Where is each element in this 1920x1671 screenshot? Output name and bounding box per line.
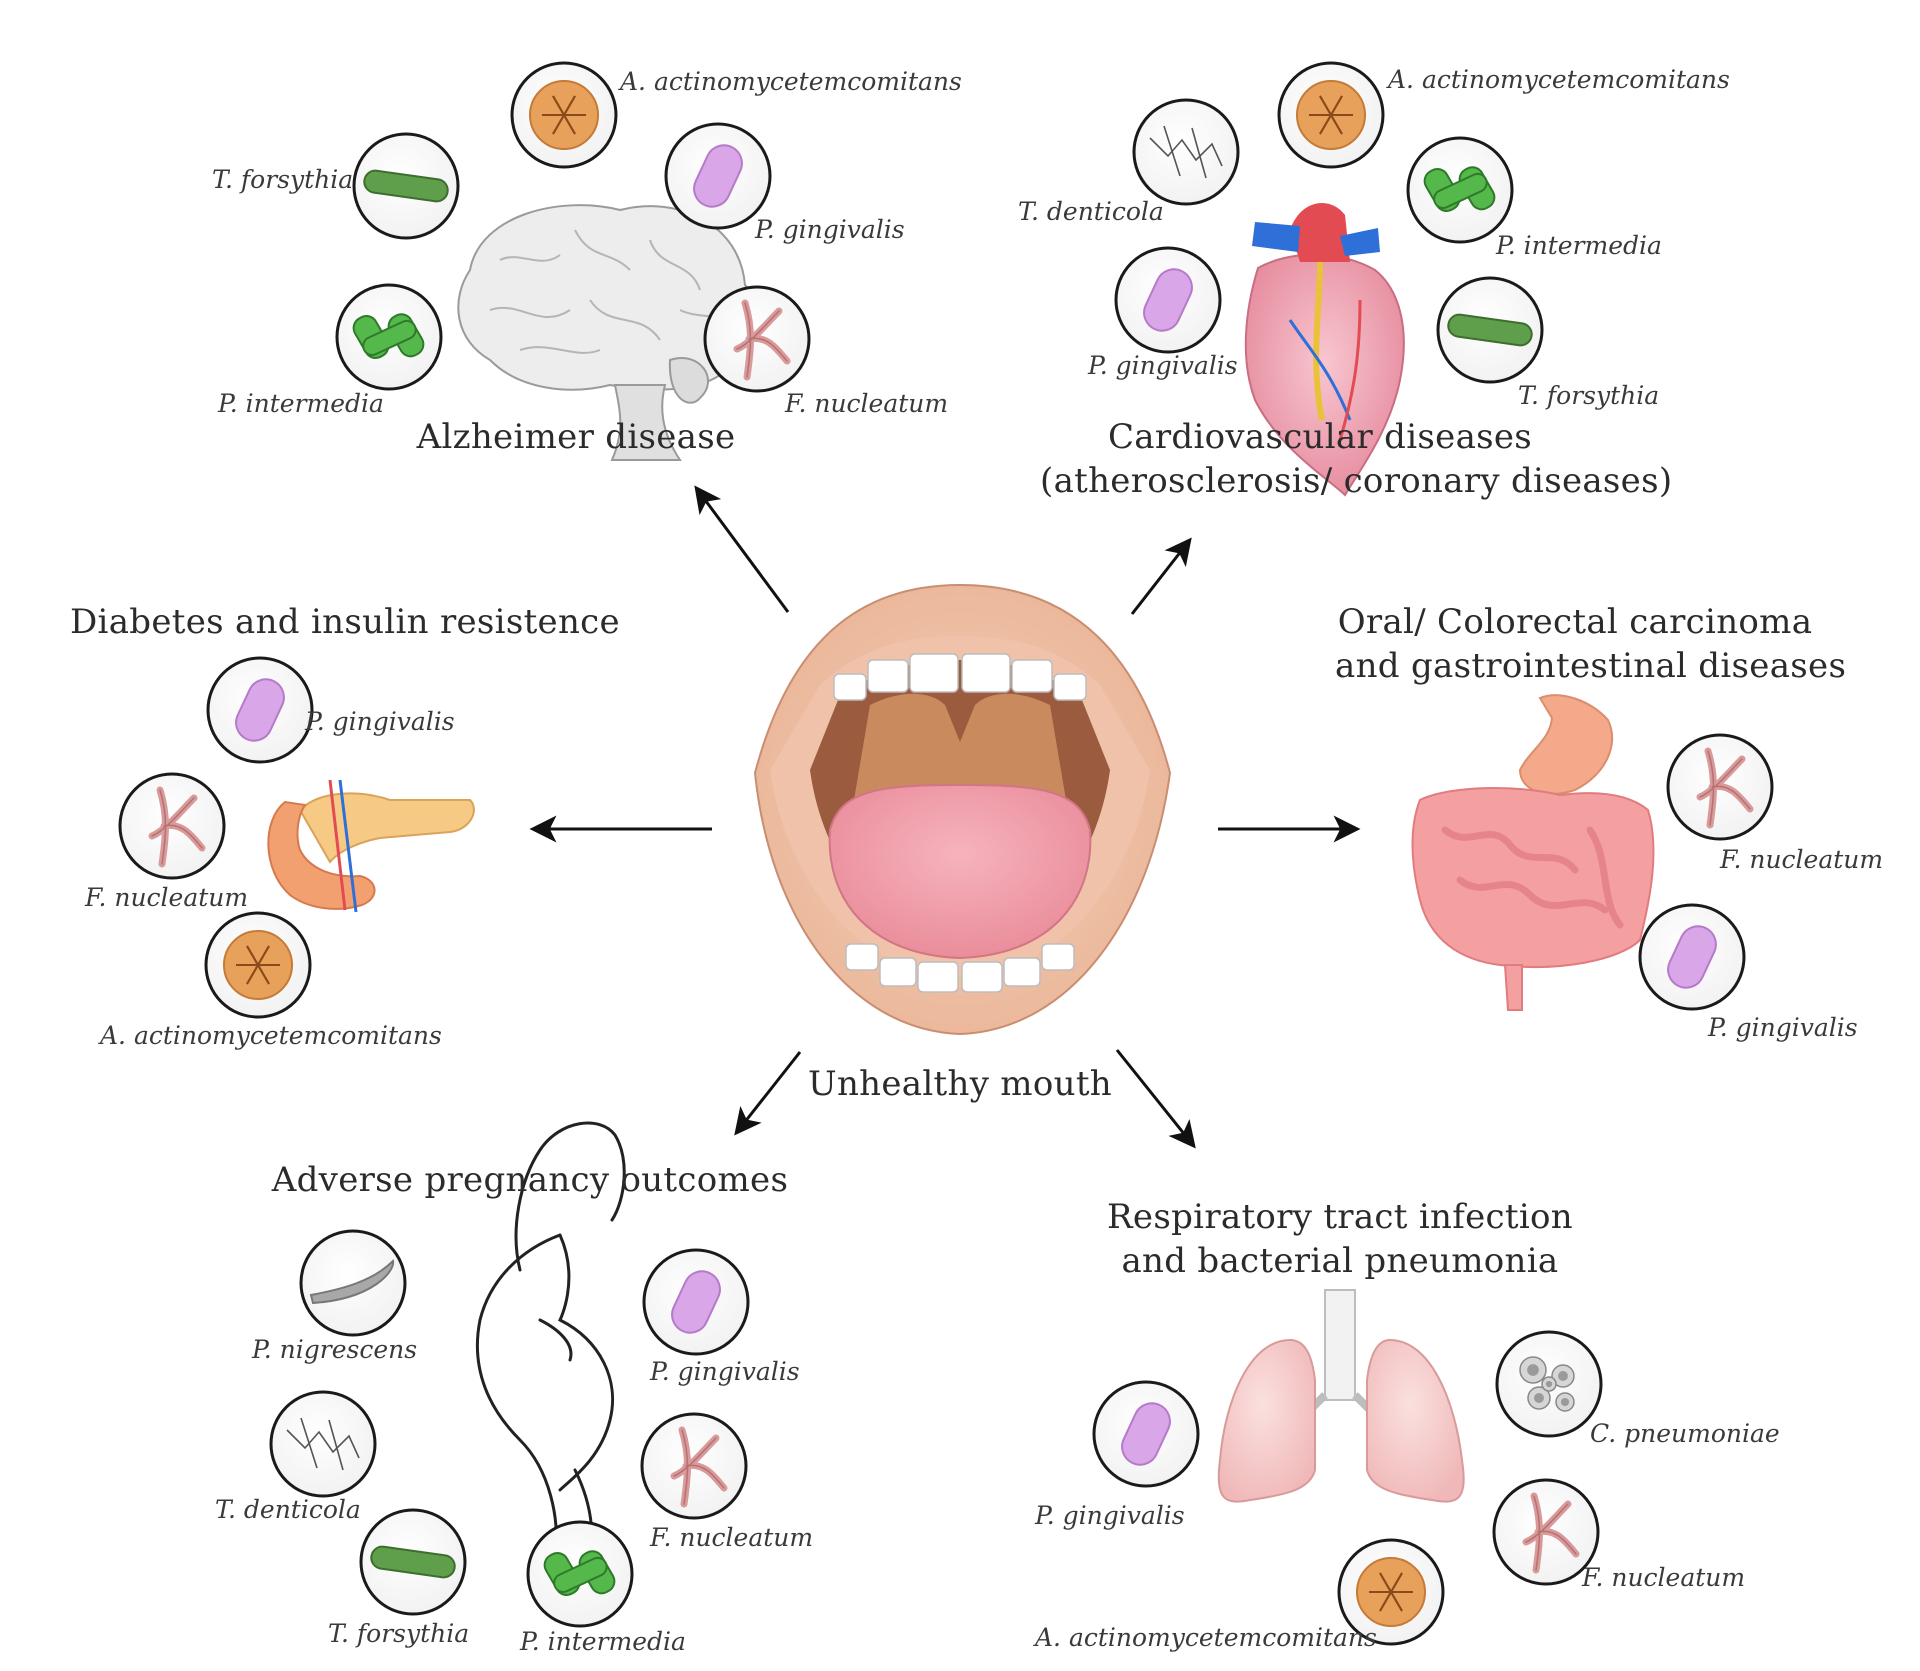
bacteria-icon-diabetes-p-gingivalis [206, 656, 314, 764]
pregnant-woman-illustration [475, 1121, 626, 1562]
label-cardio-p-intermedia: P. intermedia [1496, 231, 1662, 260]
label-gastro-p-gingivalis: P. gingivalis [1708, 1013, 1858, 1042]
label-cardio-a-actino: A. actinomycetemcomitans [1388, 65, 1730, 94]
label-resp-f-nucleatum: F. nucleatum [1582, 1563, 1746, 1592]
label-preg-p-intermedia: P. intermedia [520, 1627, 686, 1656]
diabetes-title: Diabetes and insulin resistence [70, 600, 620, 644]
label-gastro-f-nucleatum: F. nucleatum [1720, 845, 1884, 874]
label-resp-p-gingivalis: P. gingivalis [1035, 1501, 1185, 1530]
bacteria-icon-cardio-t-denticola [1132, 98, 1240, 206]
alzheimer-title-line: Alzheimer disease [416, 417, 736, 457]
label-resp-c-pneumoniae: C. pneumoniae [1590, 1419, 1780, 1448]
label-diab-p-gingivalis: P. gingivalis [305, 707, 455, 736]
bacteria-layer [118, 61, 1774, 1646]
label-preg-f-nucleatum: F. nucleatum [650, 1523, 814, 1552]
bacteria-icon-cardio-t-forsythia [1436, 276, 1544, 384]
pregnancy-title: Adverse pregnancy outcomes [270, 1158, 790, 1202]
label-cardio-t-denticola: T. denticola [1018, 197, 1164, 226]
cardio-title: Cardiovascular diseases (atherosclerosis… [1040, 415, 1673, 503]
respiratory-title-line-2: and bacterial pneumonia [1121, 1241, 1559, 1281]
respiratory-title-line-1: Respiratory tract infection [1107, 1197, 1573, 1237]
mouth-illustration [753, 583, 1172, 1036]
intestine-illustration [1411, 694, 1655, 1011]
bacteria-icon-cardio-p-gingivalis [1114, 246, 1222, 354]
arrows [529, 485, 1361, 1149]
label-preg-p-gingivalis: P. gingivalis [650, 1357, 800, 1386]
bacteria-icon-pregnancy-p-intermedia [526, 1520, 634, 1628]
label-cardio-p-gingivalis: P. gingivalis [1088, 351, 1238, 380]
bacteria-icon-alzheimer-p-gingivalis [664, 122, 772, 230]
bacteria-icon-respiratory-c-pneumoniae [1495, 1330, 1603, 1438]
label-alz-a-actino: A. actinomycetemcomitans [620, 67, 962, 96]
lungs-illustration [1217, 1289, 1465, 1503]
label-diab-a-actino: A. actinomycetemcomitans [100, 1021, 442, 1050]
gastro-title-line-1: Oral/ Colorectal carcinoma [1337, 602, 1813, 642]
center-title: Unhealthy mouth [790, 1062, 1130, 1106]
bacteria-icon-pregnancy-p-gingivalis [642, 1248, 750, 1356]
label-alz-p-gingivalis: P. gingivalis [755, 215, 905, 244]
cardio-title-line-1: Cardiovascular diseases [1107, 417, 1533, 457]
bacteria-icon-cardio-a-actinomycetemcomitans [1277, 61, 1385, 169]
bacteria-icon-alzheimer-p-intermedia [335, 283, 443, 391]
gastro-title-line-2: and gastrointestinal diseases [1335, 646, 1847, 686]
gastro-title: Oral/ Colorectal carcinoma and gastroint… [1335, 600, 1847, 688]
respiratory-title: Respiratory tract infection and bacteria… [1100, 1195, 1580, 1283]
bacteria-icon-diabetes-a-actinomycetemcomitans [204, 911, 312, 1019]
bacteria-icon-respiratory-a-actinomycetemcomitans [1337, 1538, 1445, 1646]
bacteria-icon-alzheimer-f-nucleatum [703, 285, 811, 393]
label-preg-p-nigrescens: P. nigrescens [252, 1335, 418, 1364]
cardio-title-line-2: (atherosclerosis/ coronary diseases) [1040, 461, 1673, 501]
center-title-line: Unhealthy mouth [808, 1064, 1112, 1104]
bacteria-icon-alzheimer-a-actinomycetemcomitans [510, 61, 618, 169]
arrow-to-alzheimer [694, 485, 790, 613]
pregnancy-title-line: Adverse pregnancy outcomes [271, 1160, 789, 1200]
label-preg-t-forsythia: T. forsythia [328, 1619, 470, 1648]
bacteria-icon-gastro-f-nucleatum [1666, 733, 1774, 841]
label-resp-a-actino: A. actinomycetemcomitans [1035, 1623, 1377, 1652]
bacteria-icon-pregnancy-p-nigrescens [299, 1229, 407, 1337]
heart-illustration [1244, 203, 1405, 497]
pancreas-illustration [267, 779, 475, 913]
label-alz-f-nucleatum: F. nucleatum [785, 389, 949, 418]
brain-illustration [457, 204, 760, 461]
diabetes-title-line: Diabetes and insulin resistence [70, 602, 620, 642]
bacteria-icon-cardio-p-intermedia [1406, 136, 1514, 244]
bacteria-icon-pregnancy-t-forsythia [359, 1508, 467, 1616]
label-alz-t-forsythia: T. forsythia [212, 165, 354, 194]
label-alz-p-intermedia: P. intermedia [218, 389, 384, 418]
label-preg-t-denticola: T. denticola [215, 1495, 361, 1524]
bacteria-icon-pregnancy-f-nucleatum [640, 1412, 748, 1520]
arrow-to-pregnancy [734, 1051, 802, 1136]
arrow-to-respiratory [1115, 1049, 1196, 1149]
bacteria-icon-respiratory-p-gingivalis [1092, 1380, 1200, 1488]
alzheimer-title: Alzheimer disease [376, 415, 776, 459]
arrow-to-cardio [1130, 537, 1192, 615]
bacteria-icon-diabetes-f-nucleatum [118, 772, 226, 880]
bacteria-icon-pregnancy-t-denticola [269, 1390, 377, 1498]
bacteria-icon-respiratory-f-nucleatum [1492, 1478, 1600, 1586]
bacteria-icon-alzheimer-t-forsythia [352, 132, 460, 240]
bacteria-icon-gastro-p-gingivalis [1638, 903, 1746, 1011]
label-cardio-t-forsythia: T. forsythia [1518, 381, 1660, 410]
label-diab-f-nucleatum: F. nucleatum [85, 883, 249, 912]
